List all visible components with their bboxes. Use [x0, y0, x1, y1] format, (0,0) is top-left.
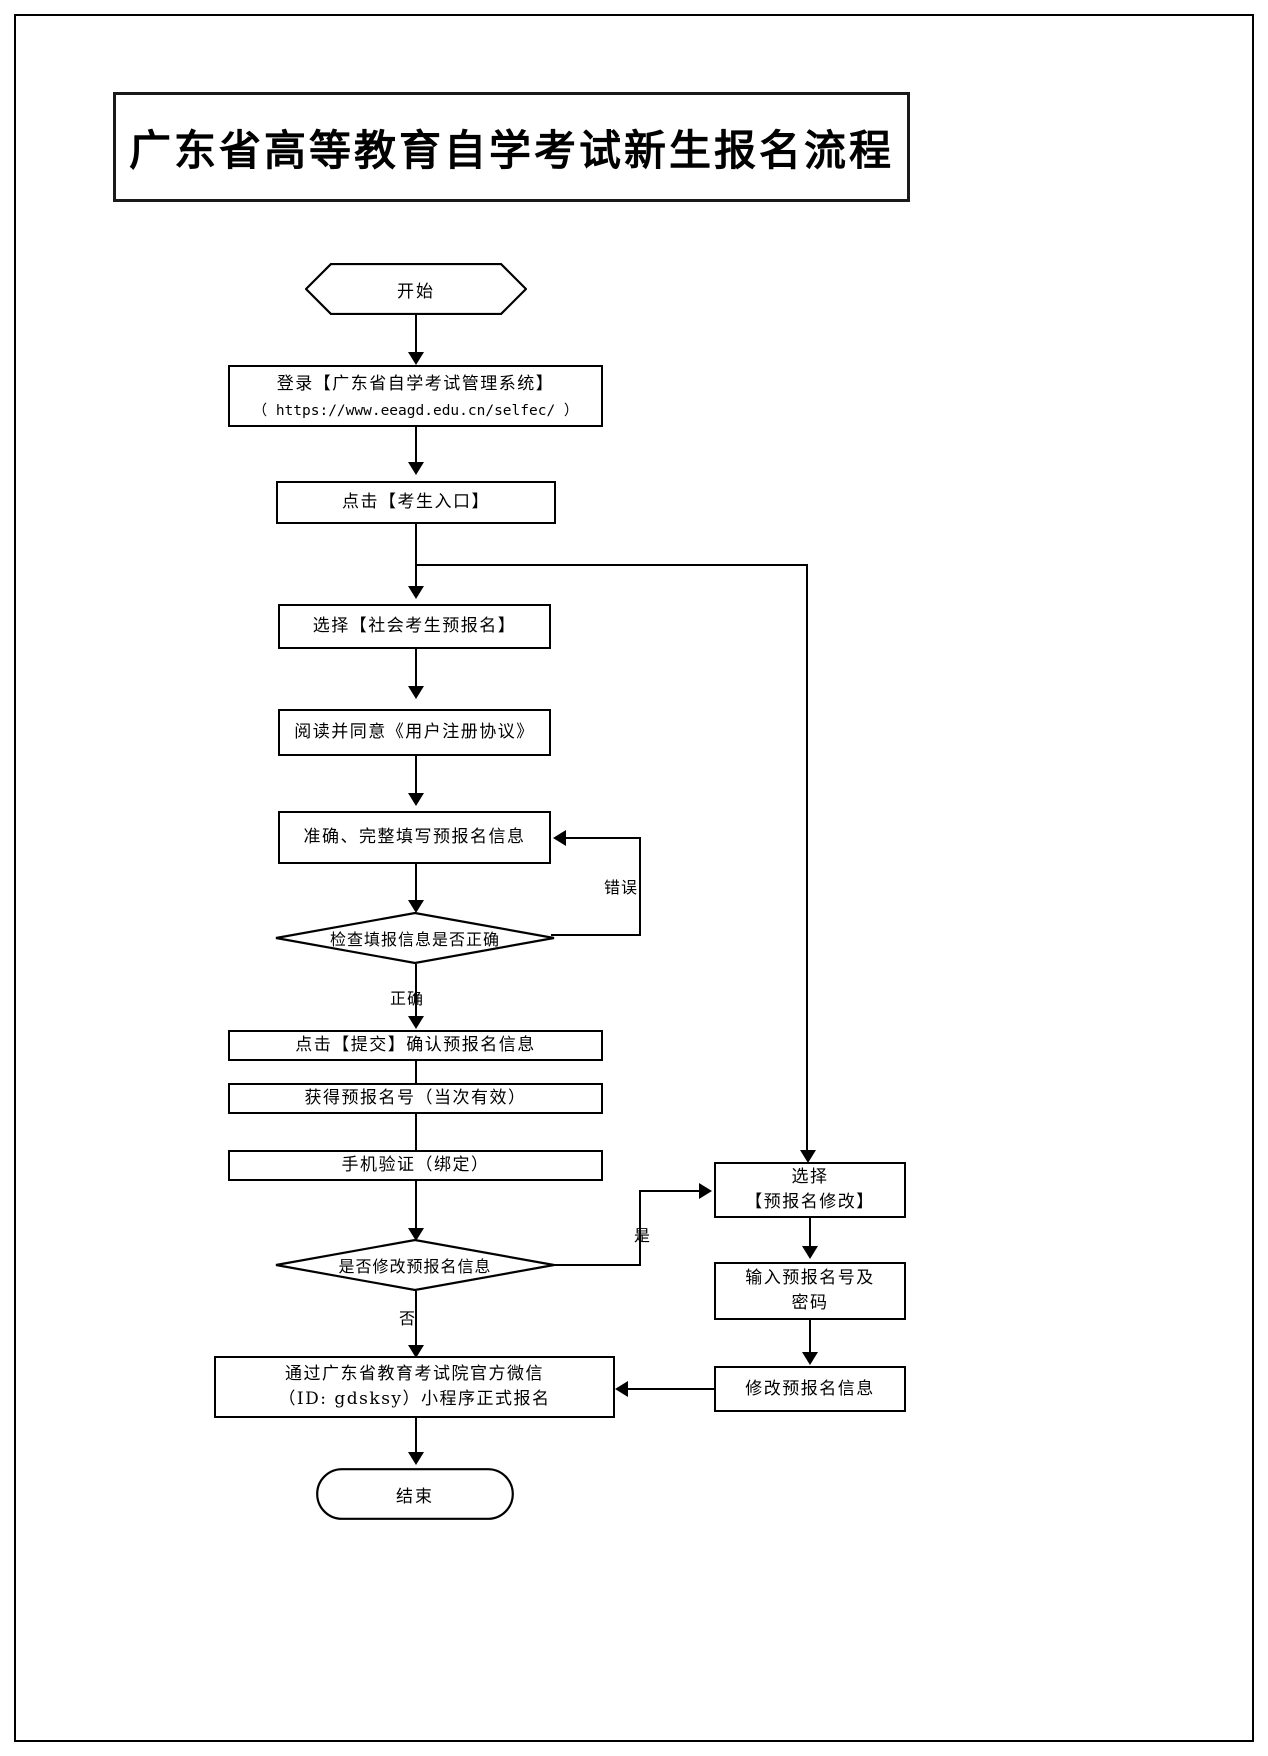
node-check-info: 检查填报信息是否正确 — [275, 912, 555, 964]
edge-no-vertical — [415, 1291, 417, 1357]
node-read-agreement: 阅读并同意《用户注册协议》 — [278, 709, 551, 756]
node-check-info-label: 检查填报信息是否正确 — [329, 930, 500, 949]
arrowhead-fillinfo-check — [408, 900, 424, 913]
edge-entry-to-modify-vertical — [806, 564, 808, 1160]
arrowhead-start-login — [408, 352, 424, 365]
arrowhead-yes-to-selectmodify — [699, 1183, 712, 1199]
node-phone-verify-label: 手机验证（绑定） — [341, 1155, 490, 1176]
edge-yes-vertical — [639, 1190, 641, 1266]
page-title: 广东省高等教育自学考试新生报名流程 — [113, 92, 910, 202]
node-select-social-prereg-label: 选择【社会考生预报名】 — [312, 616, 517, 637]
edge-getnumber-phone — [415, 1114, 417, 1150]
node-read-agreement-label: 阅读并同意《用户注册协议》 — [294, 722, 535, 743]
node-input-number: 输入预报名号及 密码 — [714, 1262, 906, 1320]
edge-check-error-vertical — [639, 837, 641, 936]
node-get-prereg-number: 获得预报名号（当次有效） — [228, 1083, 603, 1114]
edge-agreement-fillinfo — [415, 756, 417, 804]
arrowhead-entry-prereg — [408, 586, 424, 599]
node-wechat-register-sublabel: （ID: gdsksy）小程序正式报名 — [278, 1389, 551, 1409]
edge-entry-to-modify-horizontal — [415, 564, 808, 566]
node-login-url: （ https://www.eeagd.edu.cn/selfec/ ） — [252, 403, 579, 420]
node-fill-info: 准确、完整填写预报名信息 — [278, 811, 551, 864]
edge-wechat-end — [415, 1418, 417, 1462]
node-candidate-entry: 点击【考生入口】 — [276, 481, 556, 524]
node-start: 开始 — [305, 263, 527, 315]
edge-label-yes: 是 — [634, 1226, 652, 1245]
node-select-social-prereg: 选择【社会考生预报名】 — [278, 604, 551, 649]
page-title-text: 广东省高等教育自学考试新生报名流程 — [128, 125, 894, 175]
node-input-number-sublabel: 密码 — [791, 1293, 829, 1313]
edge-label-correct: 正确 — [390, 989, 425, 1008]
edge-submit-getnumber — [415, 1061, 417, 1083]
node-do-modify: 修改预报名信息 — [714, 1366, 906, 1412]
node-end: 结束 — [316, 1468, 514, 1520]
edge-label-error: 错误 — [604, 878, 639, 897]
edge-yes-horizontal-lower — [553, 1264, 641, 1266]
arrowhead-domodify-wechat — [615, 1381, 628, 1397]
edge-prereg-agreement — [415, 649, 417, 696]
edge-start-login — [415, 315, 417, 363]
arrowhead-agreement-fillinfo — [408, 793, 424, 806]
edge-check-error-horizontal-top — [566, 837, 641, 839]
edge-check-submit — [415, 964, 417, 1026]
edge-inputnumber-domodify — [809, 1320, 811, 1360]
arrowhead-login-entry — [408, 462, 424, 475]
arrowhead-phone-modifyask — [408, 1228, 424, 1241]
node-login-label: 登录【广东省自学考试管理系统】 — [276, 373, 555, 394]
node-select-modify: 选择 【预报名修改】 — [714, 1162, 906, 1218]
node-phone-verify: 手机验证（绑定） — [228, 1150, 603, 1181]
node-candidate-entry-label: 点击【考生入口】 — [342, 492, 490, 513]
node-submit-confirm-label: 点击【提交】确认预报名信息 — [295, 1035, 536, 1056]
node-select-modify-label: 选择 — [791, 1167, 829, 1188]
arrowhead-wechat-end — [408, 1452, 424, 1465]
edge-fillinfo-check — [415, 864, 417, 911]
arrowhead-prereg-agreement — [408, 686, 424, 699]
node-input-number-label: 输入预报名号及 — [745, 1268, 875, 1289]
edge-yes-horizontal-upper — [639, 1190, 701, 1192]
node-wechat-register: 通过广东省教育考试院官方微信 （ID: gdsksy）小程序正式报名 — [214, 1356, 615, 1418]
edge-domodify-wechat — [628, 1388, 714, 1390]
node-ask-modify-label: 是否修改预报名信息 — [338, 1257, 492, 1276]
edge-selectmodify-inputnumber — [809, 1218, 811, 1252]
edge-entry-prereg — [415, 524, 417, 596]
node-select-modify-sublabel: 【预报名修改】 — [745, 1192, 875, 1212]
edge-login-entry — [415, 427, 417, 472]
node-ask-modify: 是否修改预报名信息 — [275, 1239, 555, 1291]
edge-check-error-horizontal-bottom — [551, 934, 641, 936]
arrowhead-selectmodify-inputnumber — [802, 1246, 818, 1259]
node-get-prereg-number-label: 获得预报名号（当次有效） — [304, 1088, 527, 1109]
arrowhead-no-to-wechat — [408, 1345, 424, 1358]
arrowhead-error-to-fillinfo — [553, 830, 566, 846]
arrowhead-entry-modify — [800, 1150, 816, 1163]
node-submit-confirm: 点击【提交】确认预报名信息 — [228, 1030, 603, 1061]
arrowhead-check-submit — [408, 1016, 424, 1029]
page-border — [14, 14, 1254, 1742]
edge-label-no: 否 — [399, 1309, 417, 1328]
node-login: 登录【广东省自学考试管理系统】 （ https://www.eeagd.edu.… — [228, 365, 603, 427]
node-wechat-register-label: 通过广东省教育考试院官方微信 — [285, 1364, 544, 1385]
node-start-label: 开始 — [397, 281, 435, 302]
arrowhead-inputnumber-domodify — [802, 1352, 818, 1365]
edge-phone-modifyask — [415, 1181, 417, 1239]
node-do-modify-label: 修改预报名信息 — [745, 1378, 875, 1399]
node-fill-info-label: 准确、完整填写预报名信息 — [303, 827, 526, 848]
node-end-label: 结束 — [396, 1486, 434, 1507]
